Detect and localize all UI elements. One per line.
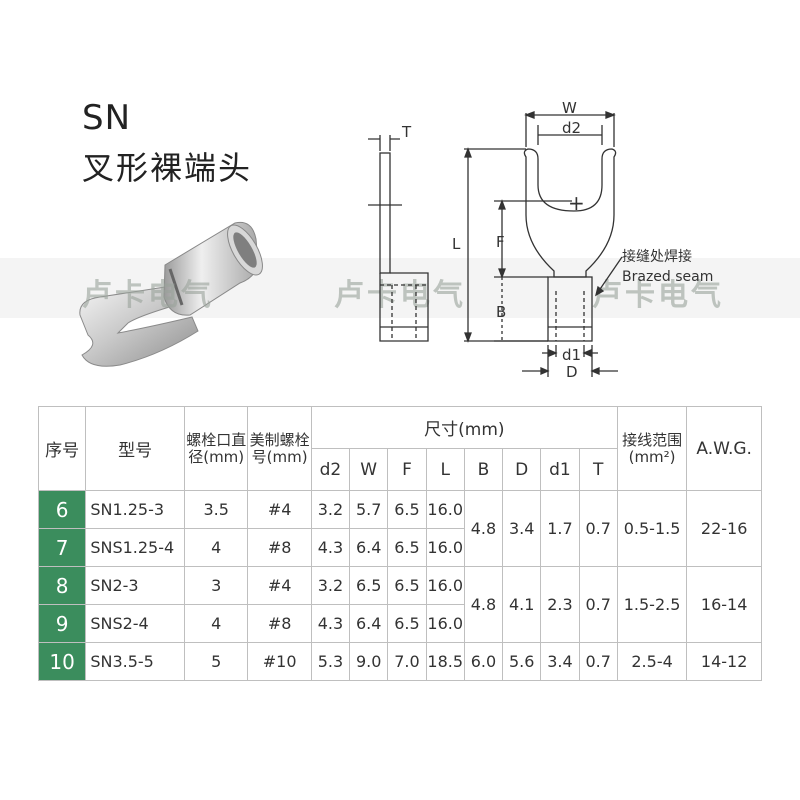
group-B: 4.8 [463, 490, 504, 567]
row-d2: 3.2 [310, 490, 351, 529]
watermark-text: 卢卡电气 [82, 278, 214, 313]
header-W: W [349, 448, 389, 491]
header-bolt-diameter: 螺栓口直径(mm) [183, 406, 249, 491]
watermark-text: 卢卡电气 [334, 278, 466, 313]
row-index: 10 [37, 642, 87, 681]
row-F: 7.0 [387, 642, 427, 681]
group-d1: 3.4 [540, 642, 580, 681]
group-d1: 2.3 [540, 566, 580, 643]
table-row: 6 SN1.25-3 3.5 #4 3.2 5.7 6.5 16.0 4.8 3… [37, 490, 762, 567]
header-index: 序号 [37, 406, 87, 491]
header-model: 型号 [85, 406, 185, 491]
row-us-bolt: #10 [247, 642, 312, 681]
header-awg: A.W.G. [686, 406, 762, 491]
group-range: 2.5-4 [616, 642, 688, 681]
table-row: 9 SNS2-4 4 #8 4.3 6.4 6.5 16.0 [37, 604, 762, 643]
row-index: 9 [37, 604, 87, 643]
product-name-title: 叉形裸端头 [82, 149, 253, 187]
brazed-seam-en: Brazed seam [622, 269, 713, 285]
row-L: 16.0 [425, 490, 465, 529]
dim-label-W: W [562, 99, 577, 117]
group-d1: 1.7 [540, 490, 580, 567]
table-row: 8 SN2-3 3 #4 3.2 6.5 6.5 16.0 4.8 4.1 2.… [37, 566, 762, 643]
header-d2: d2 [310, 448, 351, 491]
header-F: F [387, 448, 427, 491]
dim-label-T: T [401, 123, 412, 141]
header-T: T [578, 448, 618, 491]
row-bolt: 4 [183, 604, 249, 643]
row-model: SN1.25-3 [85, 490, 185, 529]
spade-terminal-photo [79, 221, 263, 367]
spec-table: 序号 型号 螺栓口直径(mm) 美制螺栓号(mm) 尺寸(mm) 接线范围(mm… [37, 406, 762, 681]
row-F: 6.5 [387, 566, 427, 605]
row-bolt: 3 [183, 566, 249, 605]
table-row: 7 SNS1.25-4 4 #8 4.3 6.4 6.5 16.0 [37, 528, 762, 567]
row-W: 6.5 [349, 566, 389, 605]
header-wire-range: 接线范围(mm²) [616, 406, 688, 491]
row-bolt: 5 [183, 642, 249, 681]
row-L: 18.5 [425, 642, 465, 681]
dim-label-B: B [496, 303, 506, 321]
group-T: 0.7 [578, 642, 618, 681]
row-us-bolt: #4 [247, 566, 312, 605]
row-model: SN3.5-5 [85, 642, 185, 681]
group-D: 3.4 [502, 490, 542, 567]
group-range: 1.5-2.5 [616, 566, 688, 643]
row-model: SN2-3 [85, 566, 185, 605]
row-index: 6 [37, 490, 87, 529]
row-L: 16.0 [425, 566, 465, 605]
product-code-title: SN [82, 98, 132, 138]
dimension-drawing: T + W d2 L F B d1 D 接缝处焊接 Brazed seam [368, 99, 713, 381]
row-W: 9.0 [349, 642, 389, 681]
row-us-bolt: #8 [247, 604, 312, 643]
group-T: 0.7 [578, 490, 618, 567]
row-us-bolt: #8 [247, 528, 312, 567]
dim-label-d2: d2 [562, 119, 581, 137]
brazed-seam-cn: 接缝处焊接 [622, 248, 692, 265]
row-bolt: 3.5 [183, 490, 249, 529]
row-W: 6.4 [349, 528, 389, 567]
row-F: 6.5 [387, 528, 427, 567]
row-model: SNS1.25-4 [85, 528, 185, 567]
row-d2: 4.3 [310, 528, 351, 567]
row-d2: 3.2 [310, 566, 351, 605]
group-awg: 22-16 [686, 490, 762, 567]
dim-label-F: F [496, 233, 505, 251]
row-F: 6.5 [387, 604, 427, 643]
group-D: 5.6 [502, 642, 542, 681]
row-index: 7 [37, 528, 87, 567]
group-awg: 14-12 [686, 642, 762, 681]
dim-label-d1: d1 [562, 346, 581, 364]
row-L: 16.0 [425, 528, 465, 567]
row-model: SNS2-4 [85, 604, 185, 643]
group-B: 6.0 [463, 642, 504, 681]
dim-label-L: L [452, 235, 461, 253]
group-B: 4.8 [463, 566, 504, 643]
row-d2: 5.3 [310, 642, 351, 681]
row-d2: 4.3 [310, 604, 351, 643]
watermark-text: 卢卡电气 [592, 278, 724, 313]
dim-label-D: D [566, 363, 578, 381]
header-D: D [502, 448, 542, 491]
center-mark: + [568, 191, 585, 215]
header-size: 尺寸(mm) [310, 406, 618, 449]
header-d1: d1 [540, 448, 580, 491]
row-W: 5.7 [349, 490, 389, 529]
row-us-bolt: #4 [247, 490, 312, 529]
header-B: B [463, 448, 504, 491]
row-index: 8 [37, 566, 87, 605]
header-L: L [425, 448, 465, 491]
row-W: 6.4 [349, 604, 389, 643]
row-L: 16.0 [425, 604, 465, 643]
group-D: 4.1 [502, 566, 542, 643]
row-bolt: 4 [183, 528, 249, 567]
group-range: 0.5-1.5 [616, 490, 688, 567]
row-F: 6.5 [387, 490, 427, 529]
header-us-bolt: 美制螺栓号(mm) [247, 406, 312, 491]
group-awg: 16-14 [686, 566, 762, 643]
table-row: 10 SN3.5-5 5 #10 5.3 9.0 7.0 18.5 6.0 5.… [37, 642, 762, 681]
group-T: 0.7 [578, 566, 618, 643]
